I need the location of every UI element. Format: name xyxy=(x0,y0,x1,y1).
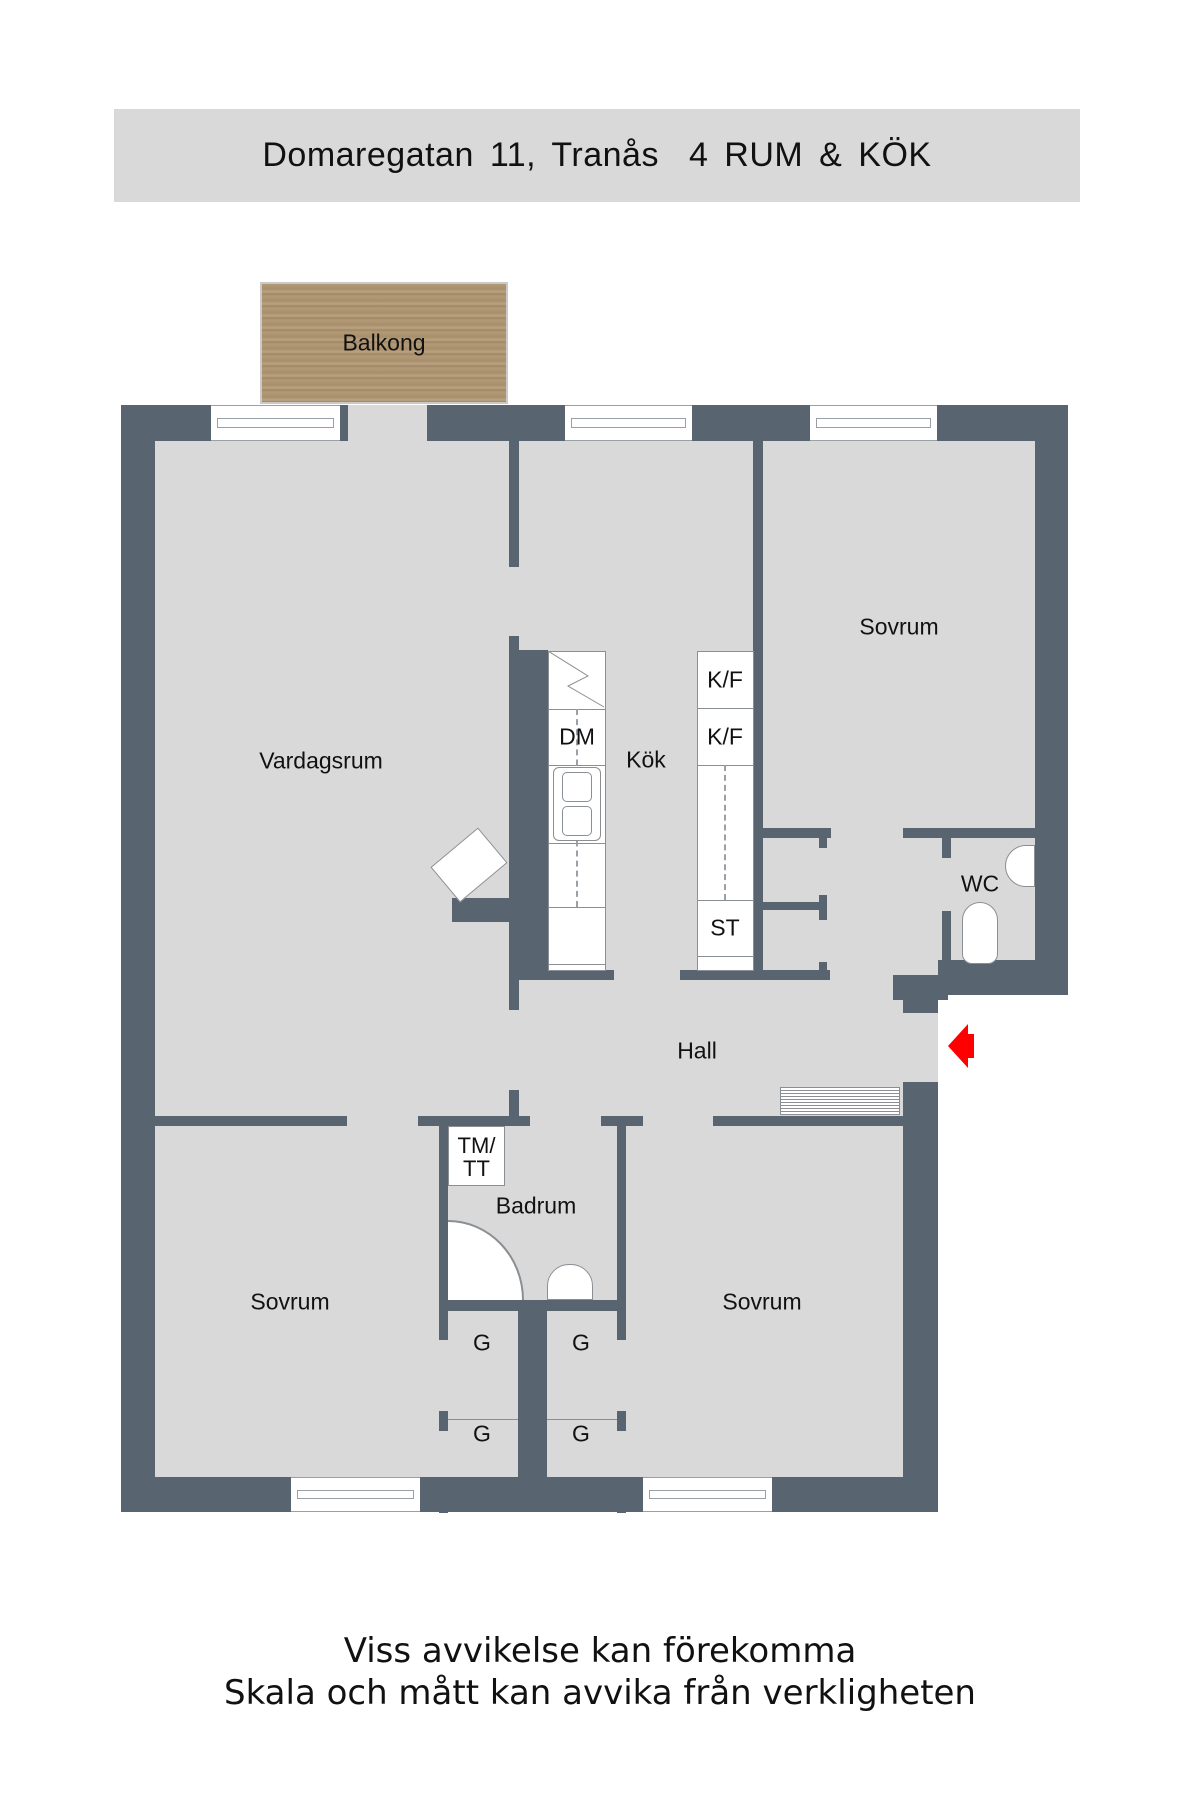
closet-stub-3 xyxy=(819,962,827,972)
wardrobe-label: G xyxy=(473,1420,491,1447)
outer-wall-right-upper xyxy=(1035,405,1068,995)
outer-wall-wc-bottom xyxy=(938,960,1068,995)
wc-sink xyxy=(1005,845,1035,887)
kitchen-wall-bottom-right xyxy=(680,970,830,980)
counter-left-divider-4 xyxy=(548,907,606,908)
window-top-bedroom xyxy=(810,405,937,441)
room-label-badrum: Badrum xyxy=(495,1192,577,1219)
wc-door-stub xyxy=(942,838,951,858)
outer-wall-bottom-seg3 xyxy=(772,1477,938,1512)
washer-dryer-label-2: TT xyxy=(463,1156,490,1182)
badrum-wall-right xyxy=(617,1126,626,1340)
balcony: Balkong xyxy=(260,282,508,404)
room-label-wc: WC xyxy=(960,870,1000,897)
wall-living-kitchen-lower xyxy=(509,636,519,1010)
balcony-door-opening xyxy=(347,405,427,441)
room-label-kok: Kök xyxy=(626,746,666,773)
address-title: Domaregatan 11, Tranås xyxy=(262,136,659,174)
wardrobe-label: G xyxy=(572,1420,590,1447)
exterior-notch xyxy=(938,995,1068,1515)
dishwasher-label: DM xyxy=(559,723,595,750)
kitchen-wall-bottom-left xyxy=(519,970,614,980)
room-label-hall: Hall xyxy=(677,1037,717,1064)
wall-stub-hall xyxy=(509,1090,519,1120)
closet-wall-1 xyxy=(763,828,831,838)
washer-dryer-label-1: TM/ xyxy=(457,1133,496,1159)
disclaimer: Viss avvikelse kan förekomma Skala och m… xyxy=(0,1630,1200,1714)
wall-badrum-top xyxy=(418,1116,530,1126)
rooms-summary: 4 RUM & KÖK xyxy=(688,136,932,174)
stove-label: ST xyxy=(710,914,740,941)
entrance-jamb-top xyxy=(903,995,938,1013)
kitchen-counter-backwall xyxy=(519,650,548,980)
outer-wall-bottom-seg1 xyxy=(121,1477,291,1512)
wardrobe-center-wall xyxy=(518,1300,547,1512)
window-top-kitchen xyxy=(565,405,692,441)
counter-right-dashline xyxy=(724,765,726,900)
wall-bedroom-wc xyxy=(903,828,1035,838)
dishwasher-door-icon xyxy=(548,651,605,708)
disclaimer-line-2: Skala och mått kan avvika från verklighe… xyxy=(223,1673,976,1713)
wardrobe-stub-right-2 xyxy=(617,1483,626,1513)
entrance-arrow-icon xyxy=(948,1024,974,1068)
outer-wall-top-seg2 xyxy=(340,405,348,441)
outer-wall-top-seg3 xyxy=(427,405,565,441)
wc-toilet xyxy=(962,902,998,964)
outer-wall-left xyxy=(121,405,155,1510)
wardrobe-label: G xyxy=(473,1329,491,1356)
fireplace-base-wall xyxy=(452,898,519,922)
counter-right-divider-3 xyxy=(697,900,754,901)
bathroom-sink xyxy=(547,1264,593,1300)
room-label-vardagsrum: Vardagsrum xyxy=(259,747,383,774)
wardrobe-divider-left xyxy=(448,1419,518,1420)
closet-stub-2 xyxy=(819,895,827,920)
sink-basin-1 xyxy=(562,772,592,802)
wall-living-kitchen-upper xyxy=(509,441,519,567)
wardrobe-label: G xyxy=(572,1329,590,1356)
fridge-freezer-label-1: K/F xyxy=(707,666,743,693)
wall-hall-bedroom-right xyxy=(713,1116,903,1126)
counter-left-divider-5 xyxy=(548,964,606,965)
room-label-balkong: Balkong xyxy=(342,329,426,356)
wardrobe-stub-left-2 xyxy=(439,1483,448,1513)
outer-wall-top-seg1 xyxy=(121,405,211,441)
room-label-sovrum-bottom-right: Sovrum xyxy=(722,1288,802,1315)
closet-wall-2 xyxy=(763,902,823,910)
room-label-sovrum-top-right: Sovrum xyxy=(859,613,939,640)
wardrobe-stub-left-1 xyxy=(439,1411,448,1431)
kitchen-sink xyxy=(553,767,601,841)
wardrobe-stub-right-1 xyxy=(617,1411,626,1431)
wall-living-bedroom-left xyxy=(155,1116,347,1126)
sink-basin-2 xyxy=(562,806,592,836)
counter-right-divider-4 xyxy=(697,956,754,957)
window-bottom-right-bedroom xyxy=(643,1477,772,1512)
window-top-living xyxy=(211,405,340,441)
wall-badrum-top-right xyxy=(601,1116,643,1126)
closet-stub-1 xyxy=(819,838,827,848)
title-band: Domaregatan 11, Tranås 4 RUM & KÖK xyxy=(114,109,1080,202)
wardrobe-divider-right xyxy=(547,1419,617,1420)
counter-right-divider-1 xyxy=(697,708,754,709)
washer-dryer: TM/ TT xyxy=(448,1126,505,1186)
window-bottom-left-bedroom xyxy=(291,1477,420,1512)
room-label-sovrum-bottom-left: Sovrum xyxy=(250,1288,330,1315)
outer-wall-top-seg4 xyxy=(692,405,810,441)
wall-kitchen-bedroom xyxy=(753,441,763,979)
fridge-freezer-label-2: K/F xyxy=(707,723,743,750)
radiator xyxy=(780,1087,900,1115)
badrum-wall-left xyxy=(439,1126,448,1340)
disclaimer-line-1: Viss avvikelse kan förekomma xyxy=(343,1631,857,1671)
wc-wall-left xyxy=(942,911,951,966)
outer-wall-right-lower xyxy=(903,1082,938,1512)
